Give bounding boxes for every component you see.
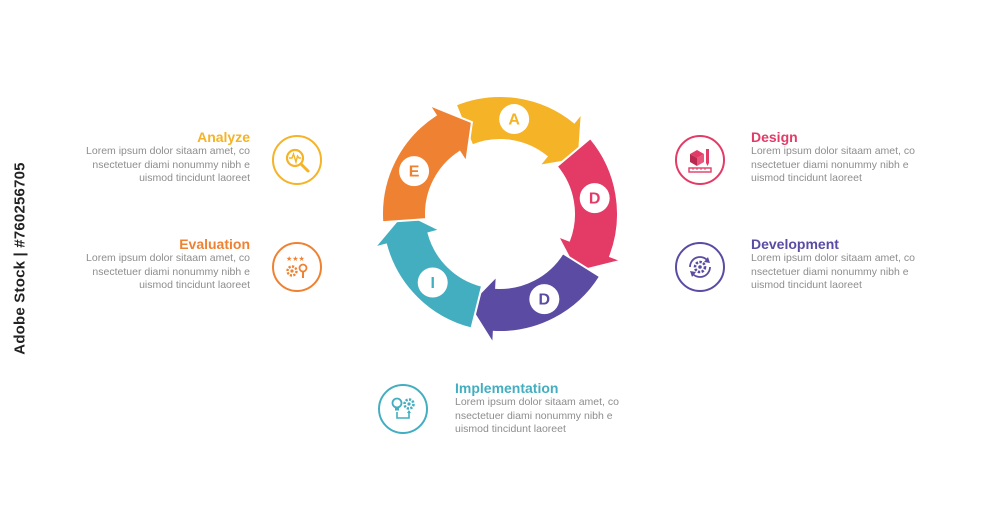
stock-id-text: Adobe Stock | #760256705 <box>11 162 29 355</box>
step-implementation-title: Implementation <box>455 380 559 396</box>
segment-letter: I <box>430 275 434 292</box>
step-development: Development Lorem ipsum dolor sitaam ame… <box>751 236 926 293</box>
segment-letter: D <box>589 191 601 208</box>
step-development-description: Lorem ipsum dolor sitaam amet, co nsecte… <box>751 252 926 293</box>
step-design-title: Design <box>751 129 798 145</box>
step-development-title: Development <box>751 236 839 252</box>
description-line: Lorem ipsum dolor sitaam amet, co <box>86 252 250 264</box>
segment-letter-badge <box>579 183 610 214</box>
segment-letter-badge <box>417 267 448 298</box>
step-evaluation: Evaluation Lorem ipsum dolor sitaam amet… <box>75 236 250 293</box>
description-line: nsectetuer diami nonummy nibh e <box>751 265 909 278</box>
segment-letter-badge <box>499 104 530 135</box>
step-evaluation-description: Lorem ipsum dolor sitaam amet, co nsecte… <box>75 252 250 293</box>
step-evaluation-title: Evaluation <box>179 236 250 252</box>
step-design: Design Lorem ipsum dolor sitaam amet, co… <box>751 129 926 186</box>
stock-id-watermark: Adobe Stock | #760256705 <box>0 0 40 517</box>
segment-letter: E <box>409 164 420 181</box>
description-line: Lorem ipsum dolor sitaam amet, co <box>751 252 915 264</box>
description-line: nsectetuer diami nonummy nibh e <box>92 158 250 171</box>
description-line: uismod tincidunt laoreet <box>139 172 250 184</box>
description-line: Lorem ipsum dolor sitaam amet, co <box>455 396 619 408</box>
description-line: uismod tincidunt laoreet <box>139 279 250 291</box>
description-line: nsectetuer diami nonummy nibh e <box>751 158 909 171</box>
segment-letter: D <box>539 292 551 309</box>
step-implementation-description: Lorem ipsum dolor sitaam amet, co nsecte… <box>455 396 635 437</box>
step-analyze-description: Lorem ipsum dolor sitaam amet, co nsecte… <box>75 145 250 186</box>
description-line: Lorem ipsum dolor sitaam amet, co <box>86 145 250 157</box>
description-line: uismod tincidunt laoreet <box>751 279 862 291</box>
step-analyze: Analyze Lorem ipsum dolor sitaam amet, c… <box>75 129 250 186</box>
gear-cycle-icon <box>675 242 725 292</box>
svg-text:★★★: ★★★ <box>286 255 305 263</box>
step-implementation: Implementation Lorem ipsum dolor sitaam … <box>455 380 635 437</box>
step-analyze-title: Analyze <box>197 129 250 145</box>
bulb-gear-icon <box>378 384 428 434</box>
step-design-description: Lorem ipsum dolor sitaam amet, co nsecte… <box>751 145 926 186</box>
segment-letter-badge <box>399 156 430 187</box>
segment-letter: A <box>508 112 520 129</box>
description-line: nsectetuer diami nonummy nibh e <box>455 409 613 422</box>
addie-cycle-diagram: A D D I E <box>371 95 625 346</box>
description-line: uismod tincidunt laoreet <box>455 423 566 435</box>
cube-ruler-pencil-icon <box>675 135 725 185</box>
segment-letter-badge <box>529 284 560 315</box>
description-line: nsectetuer diami nonummy nibh e <box>92 265 250 278</box>
analytics-magnifier-icon <box>272 135 322 185</box>
stars-gear-magnifier-icon: ★★★ <box>272 242 322 292</box>
description-line: uismod tincidunt laoreet <box>751 172 862 184</box>
description-line: Lorem ipsum dolor sitaam amet, co <box>751 145 915 157</box>
